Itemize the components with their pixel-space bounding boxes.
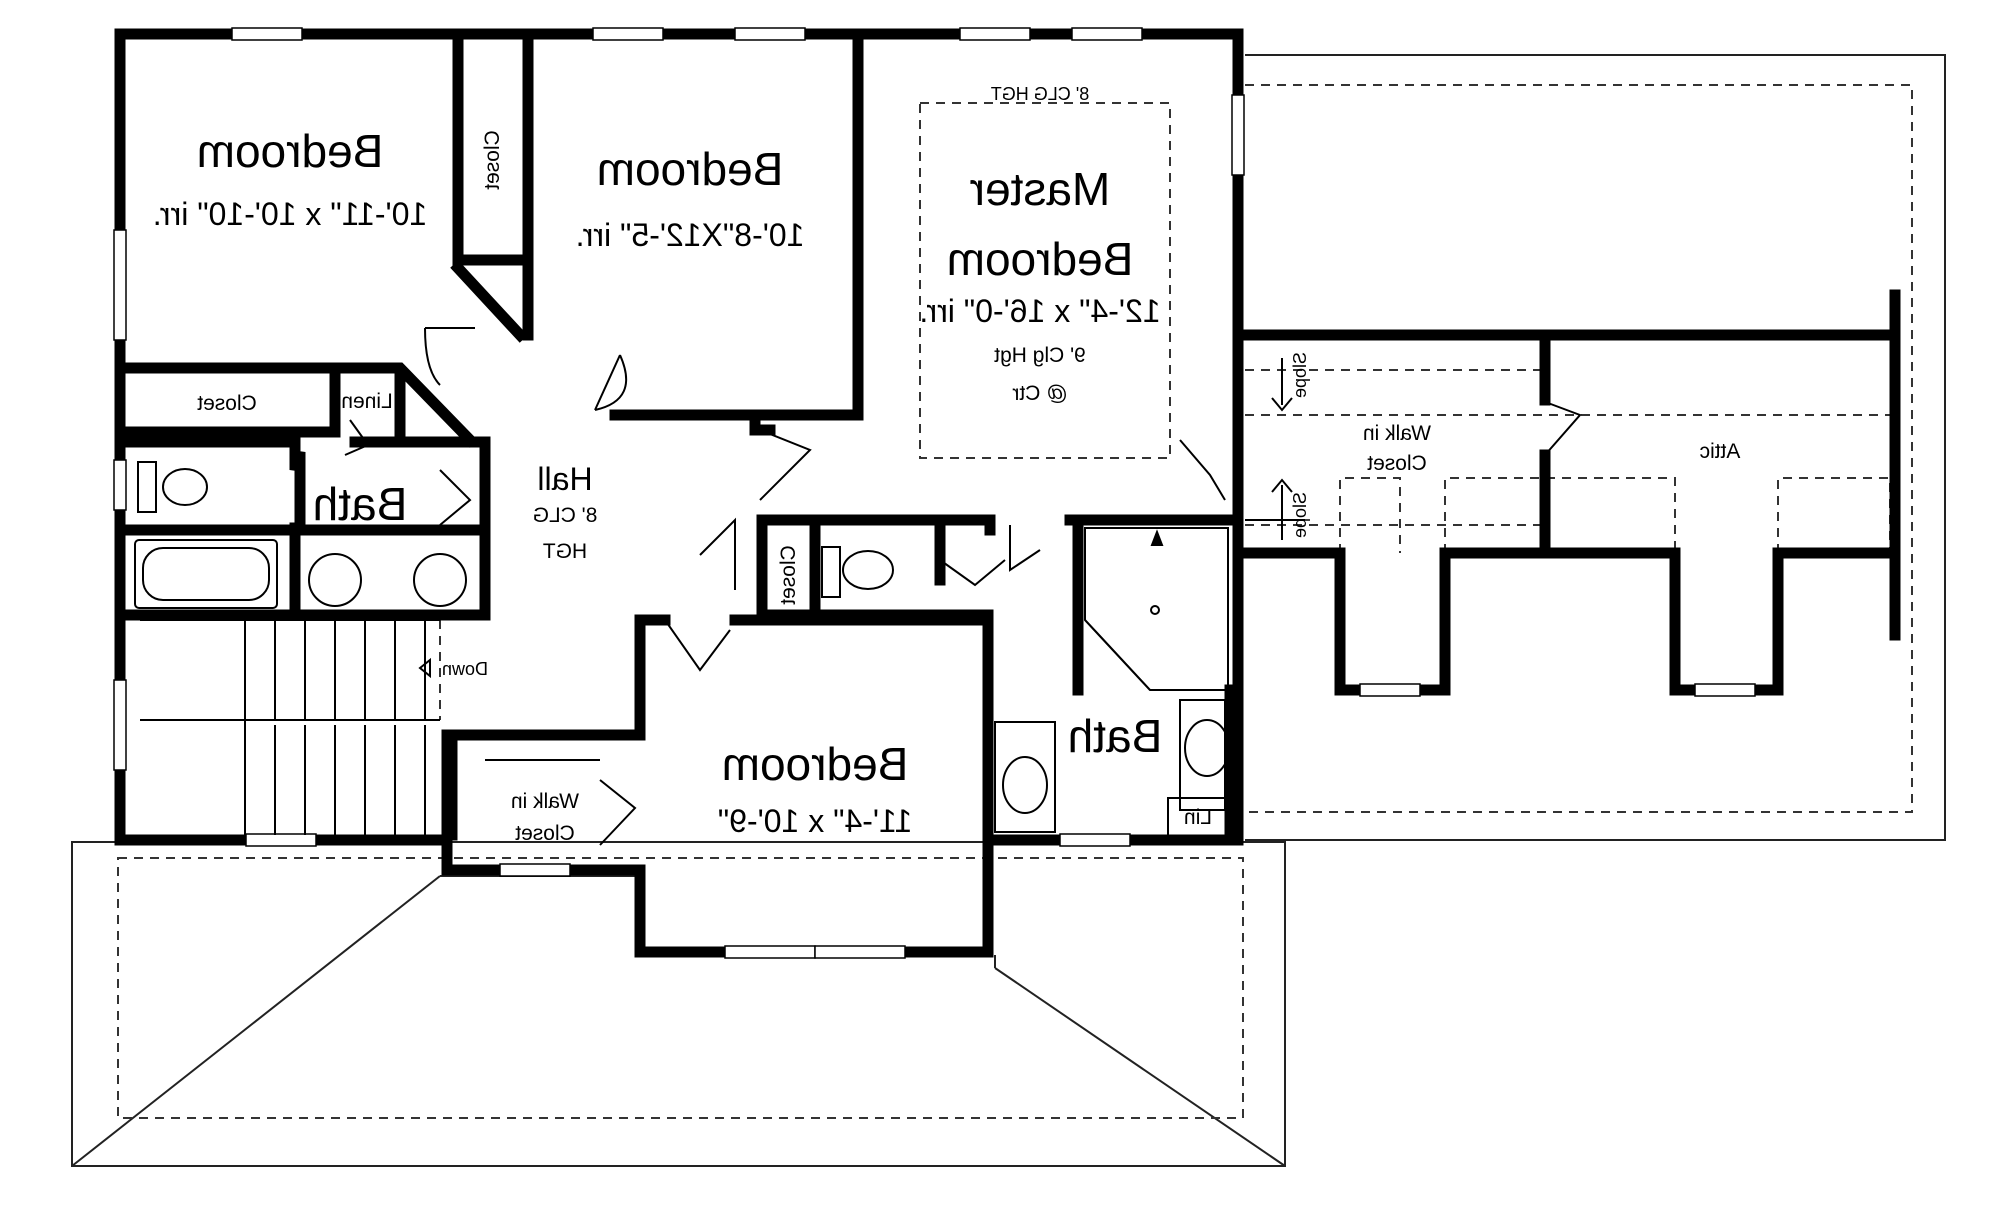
- walkin-master-line2: Closet: [1367, 452, 1427, 475]
- hall-ceiling-2: HGT: [543, 540, 588, 563]
- room-dims-bedroom-s: 11'-4" x 10'-9": [718, 803, 912, 839]
- room-name-linen: Linen: [341, 390, 392, 413]
- room-dims-master: 12'-4" x 16'-0" irr.: [919, 293, 1160, 329]
- slope-label-bottom: Slope: [1290, 492, 1310, 538]
- walkin-s-line2: Closet: [515, 822, 575, 845]
- room-name-bedroom-nw: Bedroom: [197, 125, 384, 177]
- room-name-master-line2: Bedroom: [947, 233, 1134, 285]
- hall-ceiling-1: 8' CLG: [533, 504, 598, 527]
- fixtures: [134, 358, 1305, 837]
- stair-down-label: Down: [442, 659, 488, 679]
- door-swings: [344, 327, 1582, 846]
- room-name-attic: Attic: [1700, 440, 1741, 463]
- room-name-bedroom-s: Bedroom: [722, 738, 909, 790]
- room-name-bedroom-n: Bedroom: [597, 143, 784, 195]
- walls: [114, 28, 1901, 958]
- stair-treads: [140, 619, 440, 835]
- labels: Bedroom 10'-11" x 10'-10" irr. Closet Be…: [153, 84, 1741, 845]
- master-ceiling-top: 8' CLG HGT: [991, 84, 1089, 104]
- room-name-master-line1: Master: [970, 163, 1111, 215]
- room-name-closet-nw: Closet: [481, 130, 504, 190]
- windows: [113, 27, 1756, 959]
- room-name-closet-w: Closet: [197, 392, 257, 415]
- walkin-master-line1: Walk in: [1363, 422, 1431, 445]
- room-name-hall: Hall: [537, 461, 592, 497]
- dashed-lines: [117, 84, 1913, 1119]
- master-ceiling-2: @ Ctr: [1012, 382, 1067, 405]
- room-name-bath-e: Bath: [1068, 710, 1163, 762]
- room-name-bath-w: Bath: [313, 478, 408, 530]
- roof-outlines: [71, 54, 1946, 1167]
- room-name-closet-c: Closet: [777, 545, 800, 605]
- walkin-s-line1: Walk in: [511, 790, 579, 813]
- master-ceiling-1: 9' Clg Hgt: [994, 344, 1086, 367]
- room-name-lin-e: Lin: [1184, 806, 1212, 829]
- room-dims-bedroom-nw: 10'-11" x 10'-10" irr.: [153, 196, 427, 232]
- slope-label-top: Slope: [1290, 352, 1310, 398]
- room-dims-bedroom-n: 10'-8"X12'-5" irr.: [576, 217, 805, 253]
